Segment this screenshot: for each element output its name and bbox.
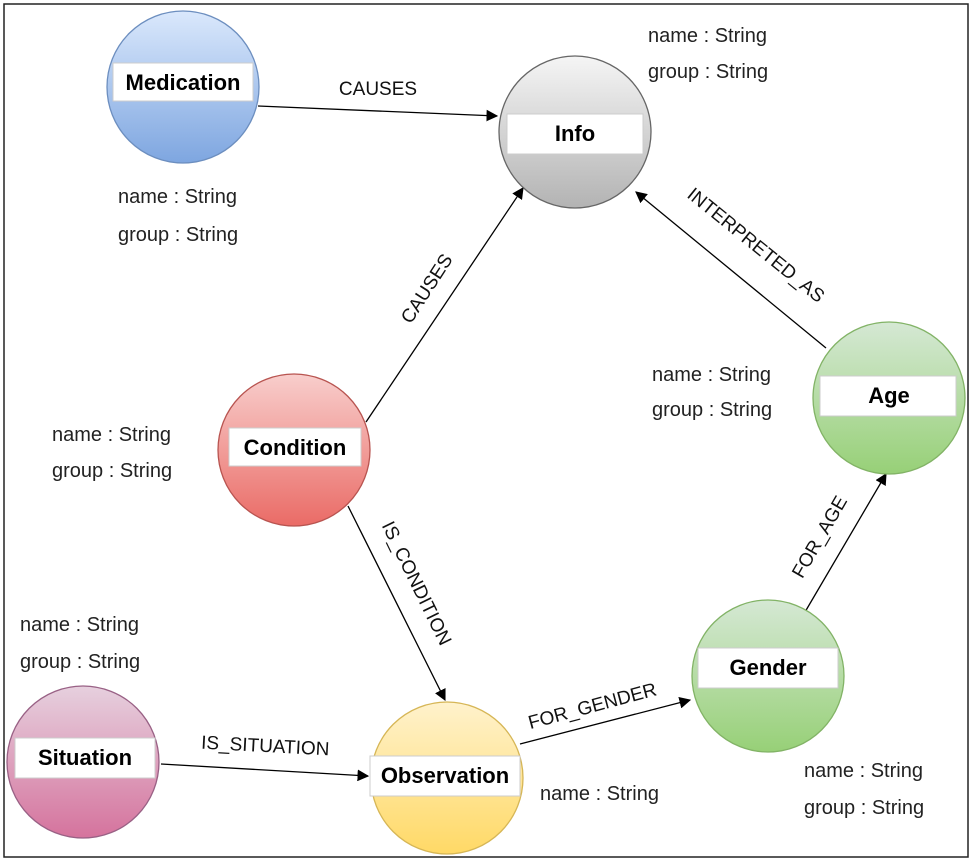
edge-medication-info — [257, 105, 499, 122]
gender-prop-name: name : String — [804, 760, 923, 782]
node-info-label-box — [506, 113, 644, 155]
gender-prop-group: group : String — [804, 797, 924, 819]
node-age[interactable]: Age — [812, 321, 966, 475]
node-observation-label-box — [369, 755, 521, 797]
node-medication[interactable]: Medication — [106, 10, 260, 164]
node-age-label-box — [819, 375, 957, 417]
medication-prop-name: name : String — [118, 186, 237, 208]
node-age-label: Age — [868, 383, 910, 408]
edge-label-medication-info: CAUSES — [339, 79, 417, 100]
node-gender[interactable]: Gender — [691, 599, 845, 753]
observation-prop-name: name : String — [540, 783, 659, 805]
node-condition-label-box — [228, 427, 362, 467]
edge-condition-info — [365, 187, 524, 423]
node-info-label: Info — [555, 121, 595, 146]
node-situation[interactable]: Situation — [6, 685, 160, 839]
edge-observation-gender — [519, 696, 692, 745]
node-gender-label-box — [697, 647, 839, 689]
condition-prop-name: name : String — [52, 424, 171, 446]
node-gender-label: Gender — [729, 655, 806, 680]
edge-condition-observation — [347, 505, 446, 702]
info-prop-group: group : String — [648, 61, 768, 83]
condition-prop-group: group : String — [52, 460, 172, 482]
node-observation-label: Observation — [381, 763, 509, 788]
node-condition-label: Condition — [244, 435, 347, 460]
node-situation-label-box — [14, 737, 156, 779]
age-prop-name: name : String — [652, 364, 771, 386]
node-condition[interactable]: Condition — [217, 373, 371, 527]
node-medication-label: Medication — [126, 70, 241, 95]
medication-prop-group: group : String — [118, 224, 238, 246]
age-prop-group: group : String — [652, 399, 772, 421]
node-observation[interactable]: Observation — [369, 701, 524, 855]
node-situation-label: Situation — [38, 745, 132, 770]
edge-situation-observation — [160, 763, 370, 782]
situation-prop-name: name : String — [20, 614, 139, 636]
node-medication-label-box — [112, 62, 254, 102]
node-info[interactable]: Info — [498, 55, 652, 209]
info-prop-name: name : String — [648, 25, 767, 47]
situation-prop-group: group : String — [20, 651, 140, 673]
edge-gender-age — [804, 472, 887, 613]
edge-age-info — [635, 191, 827, 349]
